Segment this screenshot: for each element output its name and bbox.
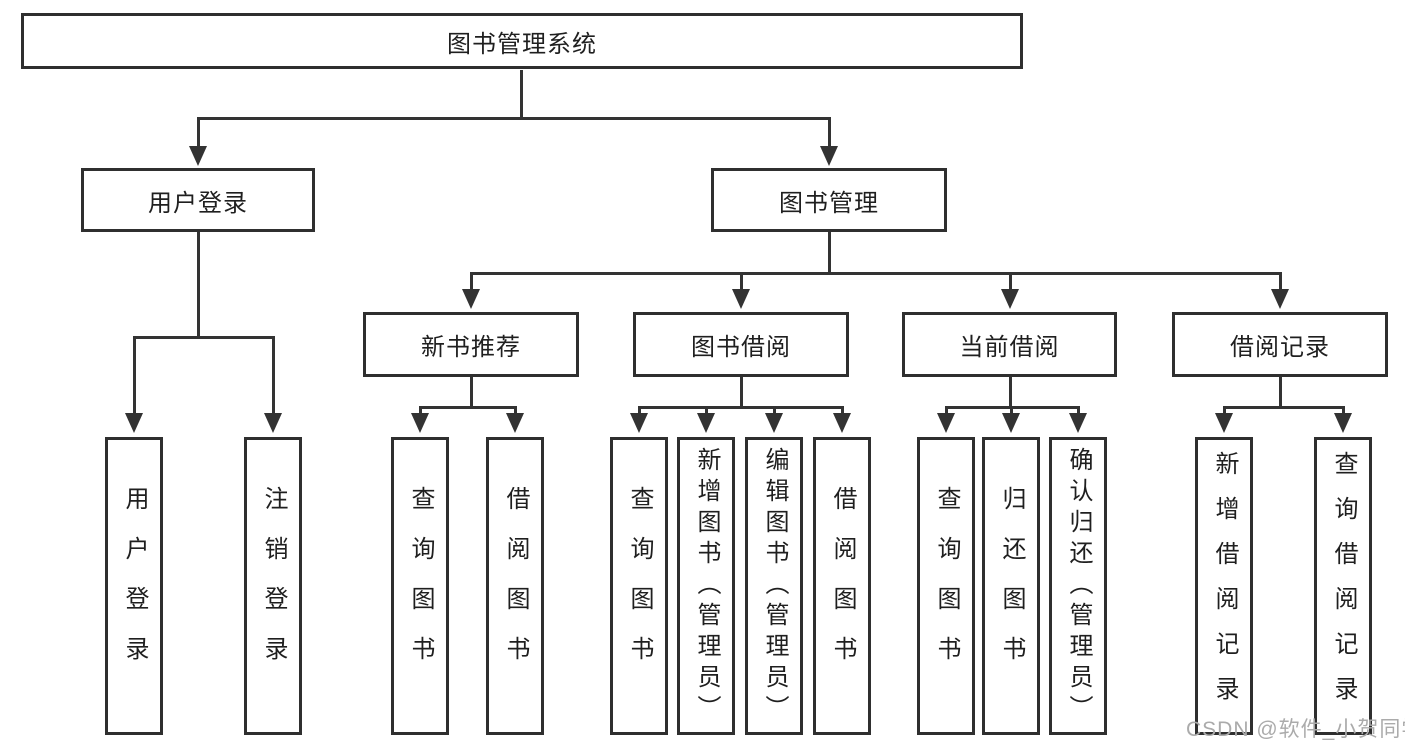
connector-line xyxy=(133,337,136,415)
leaf-add-books-admin: 新增图书（管理员） xyxy=(677,437,735,735)
leaf-edit-books-admin-label: 编辑图书（管理员） xyxy=(761,446,788,726)
connector-line xyxy=(272,337,275,415)
connector-line xyxy=(1077,407,1080,414)
leaf-confirm-return-admin-label: 确认归还（管理员） xyxy=(1065,446,1092,726)
node-library-system-label: 图书管理系统 xyxy=(447,30,597,58)
csdn-watermark: CSDN @软件_小贺同学 xyxy=(1186,718,1405,741)
node-borrowing-records: 借阅记录 xyxy=(1172,312,1388,377)
node-user-login-label: 用户登录 xyxy=(148,189,248,217)
leaf-logout-label: 注销登录 xyxy=(260,486,287,686)
arrowhead-down-icon xyxy=(1215,413,1233,433)
connector-line xyxy=(197,232,200,337)
connector-line xyxy=(638,406,844,409)
connector-line xyxy=(1223,406,1345,409)
leaf-search-books-borrowing-label: 查询图书 xyxy=(626,486,653,686)
leaf-edit-books-admin: 编辑图书（管理员） xyxy=(745,437,803,735)
connector-line xyxy=(1009,273,1012,289)
node-new-book-recommend: 新书推荐 xyxy=(363,312,579,377)
arrowhead-down-icon xyxy=(264,413,282,433)
arrowhead-down-icon xyxy=(462,289,480,309)
leaf-confirm-return-admin: 确认归还（管理员） xyxy=(1049,437,1107,735)
leaf-user-login-label: 用户登录 xyxy=(121,486,148,686)
leaf-logout: 注销登录 xyxy=(244,437,302,735)
leaf-return-books-label: 归还图书 xyxy=(998,486,1025,686)
arrowhead-down-icon xyxy=(937,413,955,433)
connector-line xyxy=(828,118,831,146)
leaf-search-books-recommend: 查询图书 xyxy=(391,437,449,735)
arrowhead-down-icon xyxy=(697,413,715,433)
connector-line xyxy=(740,273,743,289)
arrowhead-down-icon xyxy=(1069,413,1087,433)
leaf-user-login: 用户登录 xyxy=(105,437,163,735)
connector-line xyxy=(419,407,422,414)
connector-line xyxy=(520,70,523,118)
node-new-book-recommend-label: 新书推荐 xyxy=(421,334,521,361)
arrowhead-down-icon xyxy=(189,146,207,166)
leaf-search-borrow-record-label: 查询借阅记录 xyxy=(1330,451,1357,721)
leaf-search-books-current: 查询图书 xyxy=(917,437,975,735)
connector-line xyxy=(1009,377,1012,408)
connector-line xyxy=(1010,407,1013,414)
arrowhead-down-icon xyxy=(506,413,524,433)
connector-line xyxy=(1342,407,1345,414)
leaf-add-borrow-record-label: 新增借阅记录 xyxy=(1211,451,1238,721)
leaf-add-borrow-record: 新增借阅记录 xyxy=(1195,437,1253,735)
connector-line xyxy=(773,407,776,414)
connector-line xyxy=(1279,273,1282,289)
arrowhead-down-icon xyxy=(820,146,838,166)
connector-line xyxy=(197,118,200,146)
connector-line xyxy=(470,273,473,289)
arrowhead-down-icon xyxy=(630,413,648,433)
arrowhead-down-icon xyxy=(1271,289,1289,309)
node-user-login: 用户登录 xyxy=(81,168,315,232)
node-current-borrowing-label: 当前借阅 xyxy=(959,334,1060,361)
leaf-search-books-current-label: 查询图书 xyxy=(933,486,960,686)
node-book-management: 图书管理 xyxy=(711,168,947,232)
leaf-borrow-books: 借阅图书 xyxy=(813,437,871,735)
node-borrowing-records-label: 借阅记录 xyxy=(1230,334,1330,361)
leaf-borrow-books-recommend: 借阅图书 xyxy=(486,437,544,735)
leaf-search-books-recommend-label: 查询图书 xyxy=(407,486,434,686)
leaf-borrow-books-recommend-label: 借阅图书 xyxy=(502,486,529,686)
connector-line xyxy=(638,407,641,414)
connector-line xyxy=(419,406,517,409)
leaf-return-books: 归还图书 xyxy=(982,437,1040,735)
leaf-search-books-borrowing: 查询图书 xyxy=(610,437,668,735)
connector-line xyxy=(945,407,948,414)
connector-line xyxy=(133,336,275,339)
connector-line xyxy=(1279,377,1282,408)
node-library-system: 图书管理系统 xyxy=(21,13,1023,69)
arrowhead-down-icon xyxy=(765,413,783,433)
arrowhead-down-icon xyxy=(1334,413,1352,433)
connector-line xyxy=(1223,407,1226,414)
node-book-management-label: 图书管理 xyxy=(779,189,879,217)
connector-line xyxy=(740,377,743,408)
arrowhead-down-icon xyxy=(1001,289,1019,309)
leaf-search-borrow-record: 查询借阅记录 xyxy=(1314,437,1372,735)
connector-line xyxy=(514,407,517,414)
node-current-borrowing: 当前借阅 xyxy=(902,312,1117,377)
leaf-add-books-admin-label: 新增图书（管理员） xyxy=(693,446,720,726)
arrowhead-down-icon xyxy=(1002,413,1020,433)
connector-line xyxy=(470,272,1282,275)
connector-line xyxy=(828,232,831,274)
leaf-borrow-books-label: 借阅图书 xyxy=(829,486,856,686)
connector-line xyxy=(841,407,844,414)
connector-line xyxy=(470,377,473,408)
node-book-borrowing-label: 图书借阅 xyxy=(691,334,791,361)
connector-line xyxy=(197,117,831,120)
connector-line xyxy=(705,407,708,414)
arrowhead-down-icon xyxy=(411,413,429,433)
node-book-borrowing: 图书借阅 xyxy=(633,312,849,377)
arrowhead-down-icon xyxy=(732,289,750,309)
arrowhead-down-icon xyxy=(833,413,851,433)
arrowhead-down-icon xyxy=(125,413,143,433)
